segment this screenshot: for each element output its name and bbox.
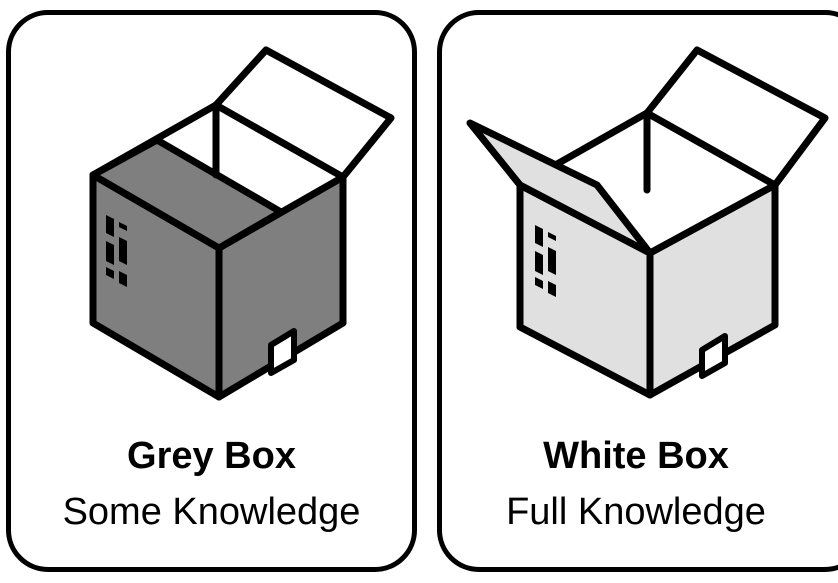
open-box-icon bbox=[442, 15, 838, 435]
open-box-icon bbox=[11, 15, 422, 435]
card-subtitle: Some Knowledge bbox=[11, 491, 412, 534]
card-title: Grey Box bbox=[11, 435, 412, 478]
card-title: White Box bbox=[442, 435, 830, 478]
white-box-card: White Box Full Knowledge bbox=[437, 10, 838, 572]
card-subtitle: Full Knowledge bbox=[442, 491, 830, 534]
grey-box-card: Grey Box Some Knowledge bbox=[6, 10, 417, 572]
